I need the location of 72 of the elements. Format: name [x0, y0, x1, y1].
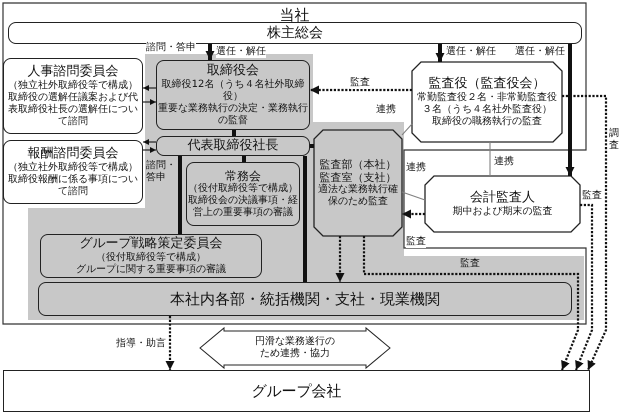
- edge-label: 監査: [582, 190, 602, 202]
- arrow: [143, 139, 156, 145]
- box-title: 円滑な業務遂行のため連携・協力: [254, 336, 336, 360]
- box-text: 常勤監査役２名・非常勤監査役３名（うち４名社外監査役）: [416, 92, 558, 116]
- edge-label: 連携: [494, 156, 514, 168]
- box-text: 取締役12名（うち４名社外取締役）: [160, 78, 306, 102]
- arrow: [436, 44, 444, 62]
- rounded-box: [40, 234, 262, 278]
- rounded-box: [156, 60, 310, 130]
- rounded-box: [186, 162, 300, 226]
- arrow: [143, 99, 156, 105]
- box-text: 適法な業務執行確保のため監査: [318, 184, 398, 208]
- connector-line: [489, 142, 491, 176]
- box-title: 株主総会: [267, 24, 323, 42]
- connector-line: [310, 144, 314, 148]
- box-title: グループ戦略策定委員会: [80, 236, 222, 252]
- box-text: 期中および期末の監査: [452, 206, 552, 218]
- dotted-arrow: [310, 86, 412, 94]
- edge-label: 連携: [376, 104, 396, 116]
- box-text: 取締役の職務執行の監査: [432, 116, 542, 128]
- box-title: 代表取締役社長: [188, 138, 278, 154]
- connector-line: [242, 156, 246, 162]
- edge-label: 選任・解任: [446, 46, 496, 58]
- rounded-box: [3, 140, 143, 204]
- dotted-arrow: [362, 236, 580, 370]
- edge-label: 連携: [406, 162, 426, 174]
- connector-line: [232, 130, 236, 136]
- edge-label: 選任・解任: [216, 46, 266, 58]
- arrow: [143, 85, 156, 91]
- box-title: 報酬諮問委員会: [28, 146, 118, 162]
- box-title: 常務会: [225, 168, 261, 183]
- box-title: 人事諮問委員会: [28, 64, 118, 80]
- box-title: 本社内各部・統括機関・支社・現業機関: [170, 290, 440, 308]
- box-text: （役付取締役等で構成）: [96, 252, 206, 264]
- edge-label: 指導・助言: [116, 338, 166, 350]
- dotted-arrow: [166, 316, 174, 370]
- box-title: 監査役（監査役会）: [428, 76, 546, 92]
- edge-label: 監査: [350, 77, 370, 89]
- box-text: 取締役報酬に係る事項について諮問: [7, 174, 139, 198]
- double-arrow-shape: [200, 328, 390, 368]
- box-text: 重要な業務執行の決定・業務執行の監督: [157, 102, 309, 127]
- arrow: [143, 147, 156, 153]
- rect-box: [3, 370, 590, 412]
- connector-line: [402, 191, 426, 201]
- box-title: 取締役会: [207, 63, 259, 79]
- box-title: グループ会社: [252, 382, 342, 400]
- box-text: （役付取締役等で構成）: [188, 183, 298, 194]
- dotted-arrow: [574, 204, 594, 370]
- box-text: （独立社外取締役等で構成）: [8, 80, 138, 92]
- rounded-box: [38, 282, 572, 316]
- box-title: 監査部（本社）監査室（支社）: [320, 158, 398, 184]
- connector-line: [303, 156, 307, 282]
- box-text: グループに関する重要事項の審議: [76, 264, 226, 276]
- box-text: （独立社外取締役等で構成）: [8, 162, 138, 174]
- rounded-box: [3, 58, 143, 134]
- edge-label: 監査: [406, 236, 426, 248]
- arrow: [566, 44, 574, 176]
- edge-label: 諮問・答申: [146, 42, 196, 54]
- rounded-box: [156, 136, 310, 156]
- dotted-arrow: [562, 94, 608, 370]
- edge-label: 監査: [460, 258, 480, 270]
- edge-label: 選任・解任: [515, 46, 565, 58]
- box-text: 取締役の選解任議案および代表取締役社長の選解任について諮問: [7, 92, 139, 128]
- box-text: 取締役会の決議事項・経営上の重要事項の審議: [187, 195, 299, 220]
- box-title: 当社: [280, 6, 310, 24]
- edge-label: 調査: [609, 128, 620, 152]
- arrow: [206, 44, 214, 60]
- dotted-arrow: [336, 236, 344, 282]
- connector-line: [402, 124, 412, 136]
- connector-line: [178, 156, 182, 234]
- box-title: 会計監査人: [470, 190, 535, 206]
- dotted-arrow: [402, 210, 425, 218]
